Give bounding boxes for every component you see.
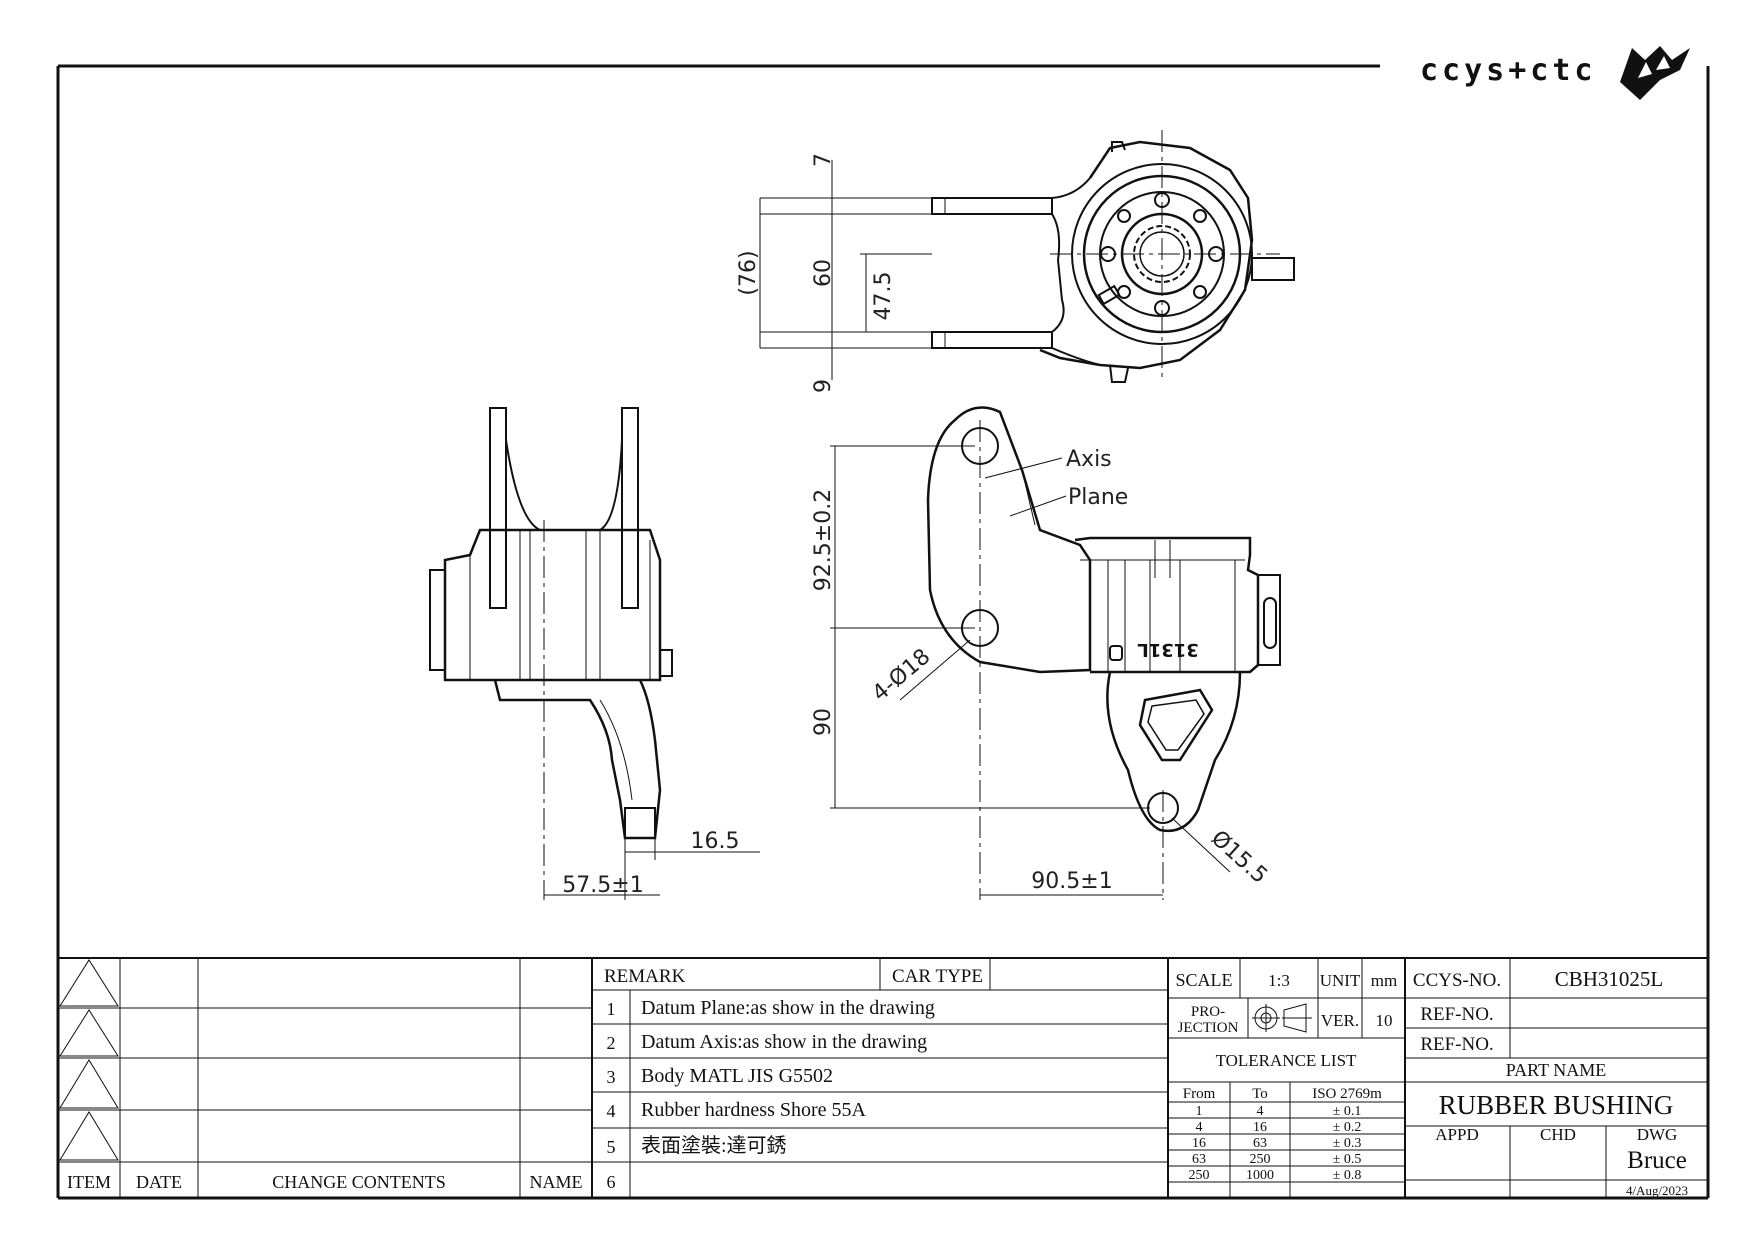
remark-1: Datum Plane:as show in the drawing bbox=[641, 997, 935, 1019]
svg-text:2: 2 bbox=[607, 1033, 616, 1053]
dim-90: 90 bbox=[811, 708, 836, 736]
svg-text:4: 4 bbox=[1196, 1120, 1203, 1135]
svg-text:5: 5 bbox=[607, 1137, 616, 1157]
sheet-border bbox=[56, 64, 1710, 1200]
svg-text:± 0.5: ± 0.5 bbox=[1333, 1152, 1362, 1167]
ref-no-label-2: REF-NO. bbox=[1420, 1034, 1493, 1055]
top-view: 7 (76) 60 47.5 9 bbox=[736, 130, 1295, 393]
tolerance-row: 4 16 ± 0.2 bbox=[1196, 1120, 1362, 1135]
remark-5: 表面塗裝:達可銹 bbox=[641, 1134, 787, 1157]
tolerance-row: 250 1000 ± 0.8 bbox=[1189, 1168, 1362, 1183]
svg-text:ISO 2769m: ISO 2769m bbox=[1312, 1086, 1382, 1102]
svg-text:From: From bbox=[1183, 1086, 1216, 1102]
projection-label: JECTION bbox=[1178, 1020, 1239, 1036]
side-view: 16.5 57.5±1 bbox=[429, 407, 760, 900]
ref-no-label-1: REF-NO. bbox=[1420, 1004, 1493, 1025]
remark-title: REMARK bbox=[604, 966, 686, 987]
svg-text:PRO-: PRO- bbox=[1191, 1004, 1225, 1020]
title-block: CCYS-NO. CBH31025L REF-NO. REF-NO. PART … bbox=[1413, 967, 1688, 1198]
svg-text:3: 3 bbox=[607, 1067, 616, 1087]
part-name-value: RUBBER BUSHING bbox=[1439, 1090, 1674, 1120]
appd-label: APPD bbox=[1435, 1125, 1478, 1144]
dim-4-18: 4-Ø18 bbox=[868, 644, 936, 706]
svg-text:± 0.2: ± 0.2 bbox=[1333, 1120, 1362, 1135]
ver-label: VER. bbox=[1321, 1011, 1359, 1030]
ver-value: 10 bbox=[1376, 1011, 1393, 1030]
company-logo: ccys+ctc bbox=[1420, 46, 1690, 100]
remarks-table: REMARK CAR TYPE 1 Datum Plane:as show in… bbox=[604, 966, 983, 1192]
dwg-value: Bruce bbox=[1627, 1147, 1687, 1174]
unit-value: mm bbox=[1371, 971, 1397, 990]
label-plane: Plane bbox=[1068, 485, 1128, 510]
drawing-date: 4/Aug/2023 bbox=[1626, 1183, 1688, 1198]
dim-15-5: Ø15.5 bbox=[1206, 826, 1272, 889]
svg-text:250: 250 bbox=[1189, 1168, 1210, 1183]
svg-text:4: 4 bbox=[1257, 1104, 1264, 1119]
logo-mark-icon bbox=[1620, 46, 1690, 100]
prong-bottom bbox=[931, 331, 1053, 349]
remark-4: Rubber hardness Shore 55A bbox=[641, 1099, 867, 1121]
dim-57-5: 57.5±1 bbox=[562, 873, 643, 898]
dim-76: (76) bbox=[736, 250, 761, 295]
svg-text:16: 16 bbox=[1192, 1136, 1206, 1151]
tolerance-title: TOLERANCE LIST bbox=[1216, 1051, 1357, 1070]
svg-text:63: 63 bbox=[1253, 1136, 1267, 1151]
revision-table: ITEM DATE CHANGE CONTENTS NAME bbox=[67, 1172, 583, 1192]
chd-label: CHD bbox=[1540, 1125, 1576, 1144]
svg-text:4: 4 bbox=[607, 1101, 616, 1121]
tolerance-row: 63 250 ± 0.5 bbox=[1192, 1152, 1361, 1167]
dim-92-5: 92.5±0.2 bbox=[811, 489, 836, 591]
remark-3: Body MATL JIS G5502 bbox=[641, 1065, 833, 1087]
label-axis: Axis bbox=[1066, 447, 1112, 472]
scale-label: SCALE bbox=[1175, 970, 1232, 990]
dim-60: 60 bbox=[811, 259, 836, 287]
logo-text: ccys+ctc bbox=[1420, 53, 1597, 88]
front-view: 3131L 92.5±0.2 90 90.5±1 4-Ø18 Ø15.5 Axi… bbox=[811, 406, 1281, 900]
svg-text:± 0.8: ± 0.8 bbox=[1333, 1168, 1362, 1183]
svg-text:1: 1 bbox=[607, 999, 616, 1019]
svg-text:63: 63 bbox=[1192, 1152, 1206, 1167]
svg-text:16: 16 bbox=[1253, 1120, 1267, 1135]
unit-label: UNIT bbox=[1320, 971, 1361, 990]
svg-text:250: 250 bbox=[1250, 1152, 1271, 1167]
header-date: DATE bbox=[136, 1172, 182, 1192]
dim-47-5: 47.5 bbox=[871, 272, 896, 321]
prong-top bbox=[931, 197, 1053, 215]
remark-2: Datum Axis:as show in the drawing bbox=[641, 1031, 927, 1053]
tolerance-row: 16 63 ± 0.3 bbox=[1192, 1136, 1361, 1151]
svg-text:1000: 1000 bbox=[1246, 1168, 1274, 1183]
tolerance-row: 1 4 ± 0.1 bbox=[1196, 1104, 1362, 1119]
part-marking: 3131L bbox=[1137, 639, 1199, 660]
svg-text:To: To bbox=[1252, 1086, 1268, 1102]
header-change-contents: CHANGE CONTENTS bbox=[272, 1172, 446, 1192]
svg-text:1: 1 bbox=[1196, 1104, 1203, 1119]
part-name-label: PART NAME bbox=[1506, 1060, 1606, 1080]
svg-text:± 0.1: ± 0.1 bbox=[1333, 1104, 1362, 1119]
svg-text:± 0.3: ± 0.3 bbox=[1333, 1136, 1362, 1151]
header-item: ITEM bbox=[67, 1172, 111, 1192]
dim-9: 9 bbox=[811, 379, 836, 393]
dim-7: 7 bbox=[811, 153, 836, 167]
title-block-grid bbox=[58, 957, 1708, 1198]
ccys-no-value: CBH31025L bbox=[1555, 967, 1664, 991]
dim-90-5: 90.5±1 bbox=[1031, 869, 1112, 894]
svg-text:6: 6 bbox=[607, 1172, 616, 1192]
header-name: NAME bbox=[530, 1172, 583, 1192]
dim-16-5: 16.5 bbox=[691, 829, 740, 854]
car-type-label: CAR TYPE bbox=[892, 966, 983, 987]
projection-symbol-icon bbox=[1252, 1003, 1312, 1033]
scale-value: 1:3 bbox=[1268, 971, 1290, 990]
dwg-label: DWG bbox=[1637, 1125, 1678, 1144]
spec-block: SCALE 1:3 UNIT mm PRO- JECTION VER. 10 T… bbox=[1175, 970, 1397, 1183]
ccys-no-label: CCYS-NO. bbox=[1413, 970, 1501, 991]
